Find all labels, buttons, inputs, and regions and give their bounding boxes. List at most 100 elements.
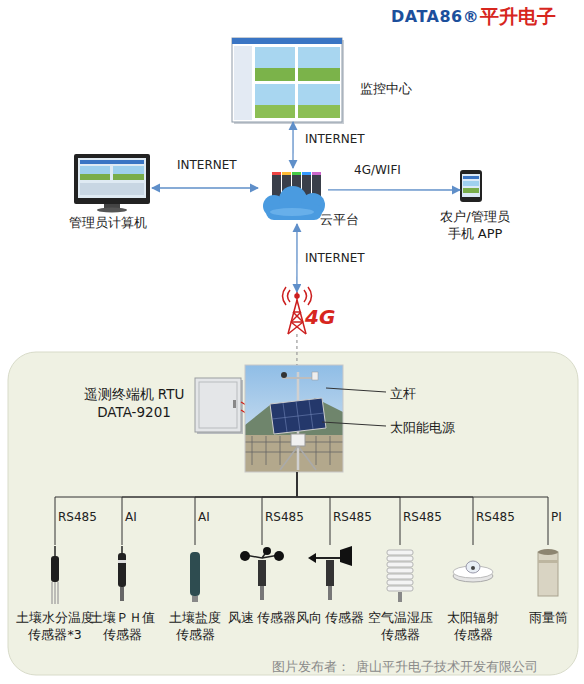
anemometer-icon: [258, 560, 266, 586]
louver-shield-icon: [387, 568, 413, 573]
edge-label: RS485: [333, 510, 372, 524]
soil-moisture-icon: [51, 556, 59, 582]
node-label: 太阳能电源: [390, 419, 490, 436]
callout-leader-lines: [326, 388, 386, 392]
ph-probe-icon: [118, 546, 126, 601]
monitor-screenshot: [298, 84, 340, 118]
connector: [297, 472, 400, 545]
photo-frame: [245, 365, 343, 472]
cloud-servers: [266, 204, 322, 220]
node-label: 立杆: [390, 385, 450, 402]
signal-tower: [291, 322, 306, 334]
photo-frame: [245, 365, 343, 472]
sensor-node: 风速 传感器: [226, 545, 298, 649]
mobile-phone: [463, 176, 479, 179]
sensor-node: 风向 传感器: [294, 545, 366, 649]
edge-label: AI: [198, 510, 210, 524]
station-photo: [266, 436, 267, 465]
station-photo: [245, 365, 343, 472]
monitor-screenshot: [232, 38, 344, 124]
anemometer-icon: [240, 547, 284, 600]
monitor-screenshot: [298, 47, 340, 81]
station-photo: [245, 365, 343, 472]
mobile-phone: [462, 174, 480, 197]
louver-shield-icon: [387, 586, 413, 591]
soil-moisture-icon: [51, 546, 59, 604]
node-label: 遥测终端机 RTU DATA-9201: [79, 385, 189, 421]
signal-tower: [308, 287, 312, 305]
connector: [297, 472, 548, 545]
monitor-screenshot: [298, 105, 340, 118]
field-band: [8, 352, 578, 675]
computer-monitor: [97, 208, 127, 213]
monitor-screenshot: [298, 68, 340, 81]
cloud-servers: [282, 172, 291, 175]
computer-monitor: [80, 174, 110, 180]
computer-monitor: [80, 166, 110, 180]
sensor-node: 土壤盐度 传感器: [159, 545, 231, 649]
cloud-servers: [302, 172, 311, 175]
connector: [262, 472, 297, 545]
cloud-servers: [292, 172, 301, 175]
connector: [328, 189, 460, 190]
signal-tower: [295, 294, 299, 298]
wind-vane-icon: [340, 546, 352, 566]
watermark: 图片发布者：: [272, 659, 350, 676]
wind-vane-icon: [312, 557, 344, 559]
connector: [296, 224, 297, 292]
node-label: 监控中心: [360, 80, 440, 97]
ph-probe-icon: [121, 546, 123, 553]
node-label: 雨量筒: [504, 609, 584, 626]
edge-label: RS485: [58, 510, 97, 524]
rtu-enclosure: [195, 378, 243, 434]
anemometer-icon: [263, 547, 271, 555]
wind-vane-icon: [328, 586, 332, 600]
wind-vane-icon: [308, 546, 352, 600]
edge-label: INTERNET: [305, 251, 365, 265]
signal-tower: [291, 312, 301, 322]
anemometer-icon: [260, 586, 264, 600]
ph-probe-icon: [120, 587, 124, 601]
sensor-node: 土壤水分温度 传感器*3: [19, 545, 91, 649]
rtu-box: 遥测终端机 RTU DATA-9201: [195, 378, 241, 432]
rtu-enclosure: [199, 382, 237, 428]
station-photo: [330, 436, 331, 465]
station-photo: [270, 398, 326, 434]
signal-tower: [304, 290, 307, 302]
rain-gauge-icon: [538, 560, 558, 563]
field-band: [8, 352, 578, 675]
connector: [152, 187, 258, 188]
computer-monitor: [74, 154, 150, 204]
cloud-platform: 云平台: [258, 168, 328, 224]
node-label: 土壤盐度 传感器: [151, 609, 239, 643]
radiation-sensor-icon: [466, 561, 480, 573]
connector: [297, 472, 473, 545]
salinity-probe-icon: [192, 596, 198, 602]
station-photo: [272, 413, 324, 419]
edge-label: AI: [125, 510, 137, 524]
edge-label: RS485: [476, 510, 515, 524]
monitor-center: 监控中心: [232, 38, 342, 122]
connector: [55, 472, 297, 545]
node-label: 云平台: [320, 211, 380, 228]
soil-moisture-icon: [51, 582, 52, 604]
node-label: 管理员计算机: [69, 214, 159, 231]
wind-vane-icon: [308, 553, 316, 563]
signal-tower: [293, 312, 303, 322]
radiation-sensor-icon: [471, 566, 475, 570]
edge-label: INTERNET: [305, 132, 365, 146]
ph-probe-icon: [118, 560, 126, 563]
station-photo: [291, 434, 305, 446]
watermark: 唐山平升电子技术开发有限公司: [356, 659, 538, 676]
sensor-node: 空气温湿压 传感器: [364, 545, 436, 649]
computer-monitor: [113, 166, 144, 180]
computer-monitor: [80, 160, 144, 164]
computer-monitor: [80, 183, 144, 195]
louver-shield-icon: [387, 562, 413, 567]
node-label: 风速 传感器: [218, 609, 306, 626]
computer-monitor: [113, 174, 144, 180]
sensor-node: 太阳辐射 传感器: [437, 545, 509, 649]
